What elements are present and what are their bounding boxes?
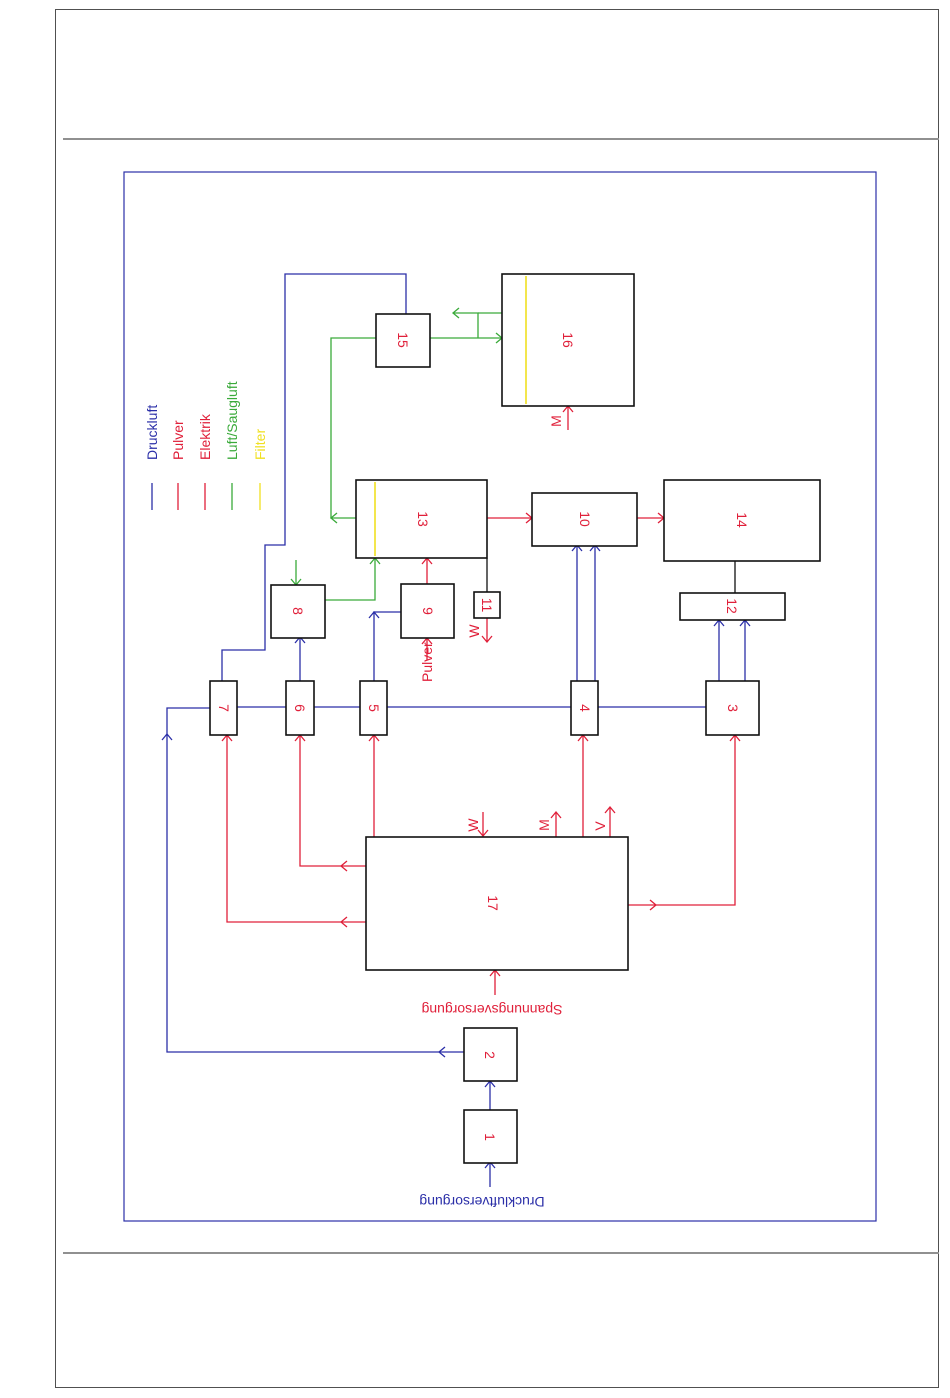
legend-label: Luft/Saugluft: [224, 381, 240, 460]
legend-item-luft-saugluft: Luft/Saugluft: [224, 381, 240, 510]
block-8: 8: [271, 585, 325, 638]
label-w-11: W: [466, 624, 482, 638]
block-17-number: 17: [485, 895, 501, 911]
label-m-17: M: [536, 819, 552, 831]
block-6-number: 6: [292, 704, 308, 712]
block-2-number: 2: [482, 1051, 498, 1059]
block-7: 7: [210, 681, 237, 735]
legend-label: Elektrik: [197, 413, 213, 460]
block-5-number: 5: [366, 704, 382, 712]
block-2: 2: [464, 1028, 517, 1081]
block-7-number: 7: [216, 704, 232, 712]
block-3-number: 3: [725, 704, 741, 712]
block-3: 3: [706, 681, 759, 735]
label-spannungsversorgung: Spannungsversorgung: [422, 1002, 563, 1018]
block-9-number: 9: [420, 607, 436, 615]
block-4: 4: [571, 681, 598, 735]
block-10: 10: [532, 493, 637, 546]
legend-item-druckluft: Druckluft: [144, 405, 160, 510]
legend-label: Druckluft: [144, 405, 160, 460]
block-14-number: 14: [734, 512, 750, 528]
block-17: 17: [366, 837, 628, 970]
label-pulver: Pulver: [419, 642, 435, 682]
block-15: 15: [376, 314, 430, 367]
legend-item-pulver: Pulver: [170, 420, 186, 510]
block-4-number: 4: [577, 704, 593, 712]
block-12-number: 12: [724, 598, 740, 614]
block-13-number: 13: [415, 511, 431, 527]
block-11-number: 11: [479, 598, 495, 613]
legend-label: Filter: [252, 429, 268, 460]
label-druckluftversorgung: Druckluftversorgung: [419, 1194, 544, 1210]
block-5: 5: [360, 681, 387, 735]
block-1: 1: [464, 1110, 517, 1163]
block-11: 11: [474, 592, 500, 618]
block-9: 9: [401, 584, 454, 638]
label-m-16: M: [548, 415, 564, 427]
label-w-17: W: [465, 818, 481, 832]
block-13: 13: [356, 480, 487, 558]
block-1-number: 1: [482, 1133, 498, 1141]
block-14: 14: [664, 480, 820, 561]
block-16-number: 16: [560, 332, 576, 348]
block-12: 12: [680, 593, 785, 620]
block-15-number: 15: [395, 332, 411, 348]
label-v-17: V: [592, 821, 608, 831]
block-8-number: 8: [290, 607, 306, 615]
block-10-number: 10: [577, 511, 593, 527]
block-16: 16: [502, 274, 634, 406]
legend-item-filter: Filter: [252, 429, 268, 510]
druckluft-lines: [162, 274, 750, 1187]
legend-item-elektrik: Elektrik: [197, 413, 213, 510]
legend: Druckluft Pulver Elektrik Luft/Saugluft …: [144, 381, 268, 510]
block-6: 6: [286, 681, 314, 735]
legend-label: Pulver: [170, 420, 186, 460]
